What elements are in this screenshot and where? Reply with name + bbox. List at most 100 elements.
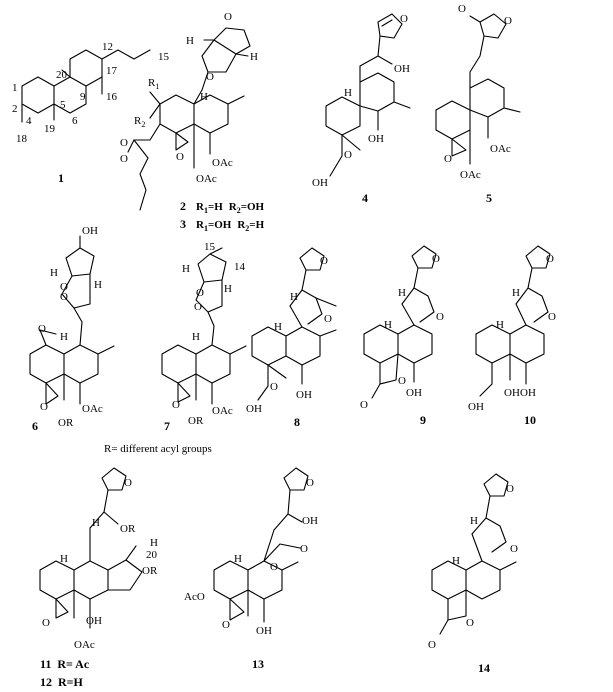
- c9-O-ring: O: [398, 375, 406, 387]
- c2-O-label-2: O: [206, 71, 214, 83]
- c10-OH-3: OH: [520, 387, 536, 399]
- c9-O-carbonyl: O: [360, 399, 368, 411]
- c1-locant-9: 9: [80, 91, 86, 103]
- compound-14-structure: [431, 473, 517, 635]
- c6-OR: OR: [58, 417, 74, 429]
- c7-OR: OR: [188, 415, 204, 427]
- c1-locant-2: 2: [12, 103, 18, 115]
- c7-H-1: H: [182, 263, 190, 275]
- compound-13-structure: [213, 467, 309, 623]
- compound-number-7: 7: [164, 419, 170, 433]
- c1-locant-5: 5: [60, 99, 66, 111]
- c10-OH-1: OH: [468, 401, 484, 413]
- c2-OAc-2: OAc: [196, 173, 217, 185]
- c1-locant-12: 12: [102, 41, 113, 53]
- c5-O-ring: O: [504, 15, 512, 27]
- c1-locant-6: 6: [72, 115, 78, 127]
- compound-7-structure: [161, 247, 247, 405]
- compound-8-structure: [251, 247, 337, 401]
- c11-O-epoxide: O: [42, 617, 50, 629]
- c11-locant-20: 20: [146, 549, 158, 561]
- c6-H-3: H: [60, 331, 68, 343]
- c13-O-furan: O: [306, 477, 314, 489]
- c2-OAc-1: OAc: [212, 157, 233, 169]
- c7-locant-15: 15: [204, 241, 216, 253]
- c4-O-furan: O: [400, 13, 408, 25]
- c4-OH-side: OH: [394, 63, 410, 75]
- c6-OAc: OAc: [82, 403, 103, 415]
- c11-OR-1: OR: [120, 523, 136, 535]
- c14-H-1: H: [470, 515, 478, 527]
- c2-H-label: H: [186, 35, 194, 47]
- compound-number-8: 8: [294, 415, 300, 429]
- c13-OH-1: OH: [302, 515, 318, 527]
- c8-OH-2: OH: [296, 389, 312, 401]
- c4-H: H: [344, 87, 352, 99]
- compound-number-1: 1: [58, 171, 64, 185]
- c10-O-furan: O: [546, 253, 554, 265]
- c5-OAc-2: OAc: [460, 169, 481, 181]
- c5-O-carbonyl: O: [458, 3, 466, 15]
- c1-locant-4: 4: [26, 115, 32, 127]
- c14-O-lactone: O: [510, 543, 518, 555]
- c13-H: H: [234, 553, 242, 565]
- c9-O-lactone: O: [436, 311, 444, 323]
- c6-O-3: O: [38, 323, 46, 335]
- c10-H-2: H: [496, 319, 504, 331]
- c11-H-3: H: [60, 553, 68, 565]
- c5-O-epoxide: O: [444, 153, 452, 165]
- c14-O-carbonyl: O: [428, 639, 436, 651]
- compound-number-4: 4: [362, 191, 368, 205]
- c9-H-1: H: [398, 287, 406, 299]
- c8-O-lactone: O: [324, 313, 332, 325]
- c10-OH-2: OH: [504, 387, 520, 399]
- c4-OH-2: OH: [312, 177, 328, 189]
- compound-1-structure: [21, 49, 151, 123]
- c8-H-2: H: [274, 321, 282, 333]
- c11-OR-2: OR: [142, 565, 158, 577]
- c2-O-epoxide: O: [176, 151, 184, 163]
- c4-O-bridge: O: [344, 149, 352, 161]
- c11-OAc: OAc: [74, 639, 95, 651]
- c6-H-2: H: [94, 279, 102, 291]
- c6-O-epoxide: O: [40, 401, 48, 413]
- c2-O-ester: O: [120, 137, 128, 149]
- compound-9-structure: [363, 245, 437, 399]
- c7-H-3: H: [192, 331, 200, 343]
- compound-5-structure: [435, 13, 521, 165]
- compound-number-13: 13: [252, 657, 264, 671]
- c7-O-2: O: [194, 301, 202, 313]
- c11-OH: OH: [86, 615, 102, 627]
- c9-H-2: H: [384, 319, 392, 331]
- c14-O-furan: O: [506, 483, 514, 495]
- c13-O-epoxide: O: [222, 619, 230, 631]
- c1-locant-1: 1: [12, 82, 18, 94]
- compound-2-3-structure: [127, 27, 251, 211]
- c4-OH-3: OH: [368, 133, 384, 145]
- c8-H-1: H: [290, 291, 298, 303]
- c7-O-epoxide: O: [172, 399, 180, 411]
- c6-H-1: H: [50, 267, 58, 279]
- c9-OH: OH: [406, 387, 422, 399]
- c2-H-label-3: H: [200, 91, 208, 103]
- c1-locant-15: 15: [158, 51, 170, 63]
- c5-OAc-1: OAc: [490, 143, 511, 155]
- c7-OAc: OAc: [212, 405, 233, 417]
- c1-locant-19: 19: [44, 123, 56, 135]
- c13-O-ring: O: [270, 561, 278, 573]
- footnote-r-groups: R= different acyl groups: [104, 443, 212, 455]
- compound-number-6: 6: [32, 419, 38, 433]
- compound-6-structure: [29, 235, 115, 405]
- c2-R1-label: R1: [148, 77, 159, 91]
- c7-O-1: O: [196, 287, 204, 299]
- compound-10-structure: [475, 245, 551, 397]
- c1-locant-16: 16: [106, 91, 118, 103]
- compound-number-10: 10: [524, 413, 536, 427]
- c1-locant-17: 17: [106, 65, 118, 77]
- c6-O-2: O: [60, 291, 68, 303]
- c14-H-2: H: [452, 555, 460, 567]
- c13-OH-2: OH: [256, 625, 272, 637]
- compound-4-structure: [325, 13, 411, 177]
